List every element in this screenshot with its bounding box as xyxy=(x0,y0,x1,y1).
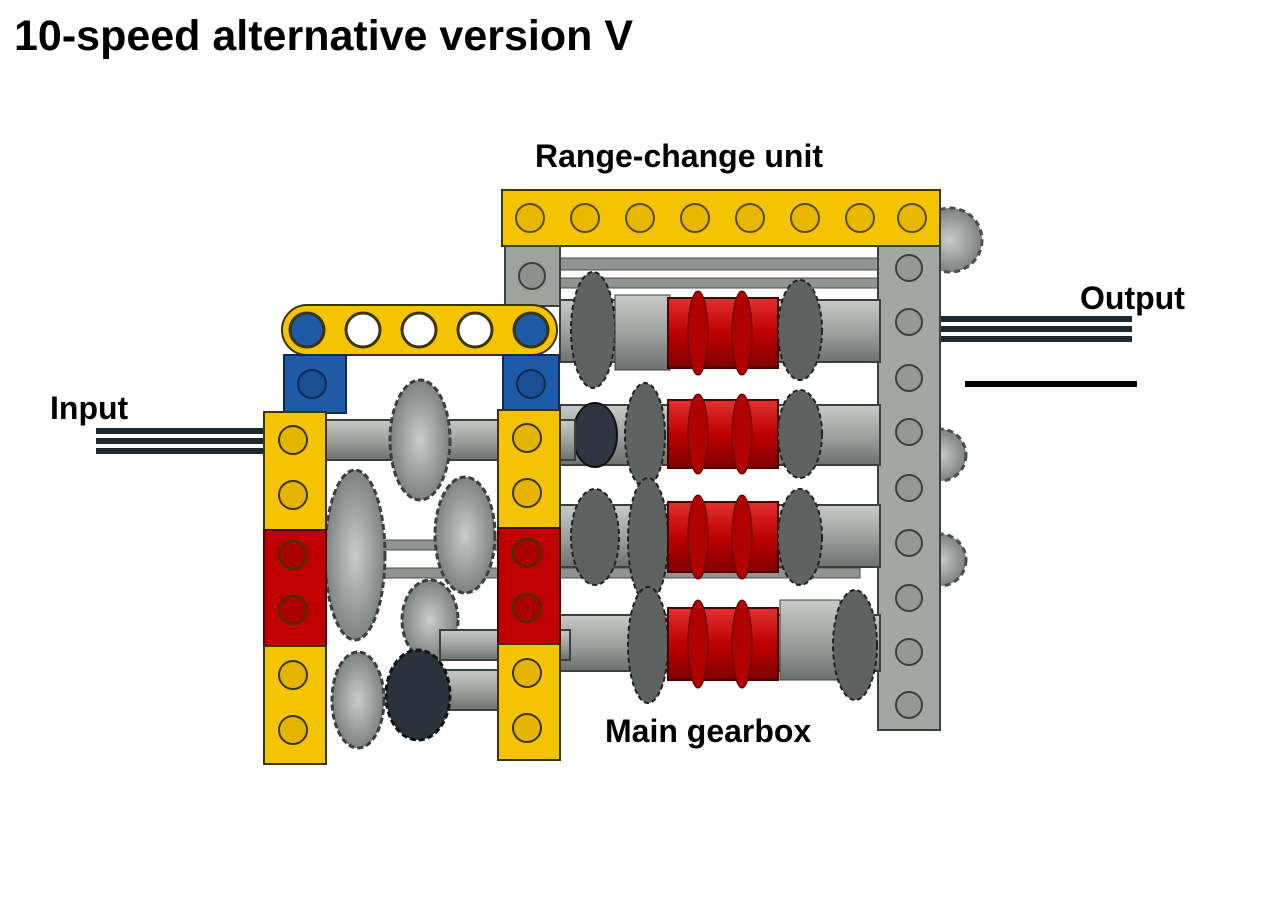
main-gearbox-rows xyxy=(559,271,881,704)
middle-frame xyxy=(497,409,561,761)
output-vertical-beam xyxy=(877,245,941,731)
diagram-title: 10-speed alternative version V xyxy=(14,12,634,60)
range-change-beam xyxy=(501,189,941,247)
label-range-change-unit: Range-change unit xyxy=(535,138,824,174)
label-main-gearbox: Main gearbox xyxy=(605,713,812,749)
top-liftarm xyxy=(281,304,558,356)
blue-block-left xyxy=(283,354,347,414)
label-input: Input xyxy=(50,390,129,426)
output-marker-line xyxy=(965,381,1137,387)
input-axle xyxy=(96,428,271,454)
output-axle xyxy=(930,316,1132,342)
left-frame xyxy=(263,411,327,765)
label-output: Output xyxy=(1080,280,1185,316)
